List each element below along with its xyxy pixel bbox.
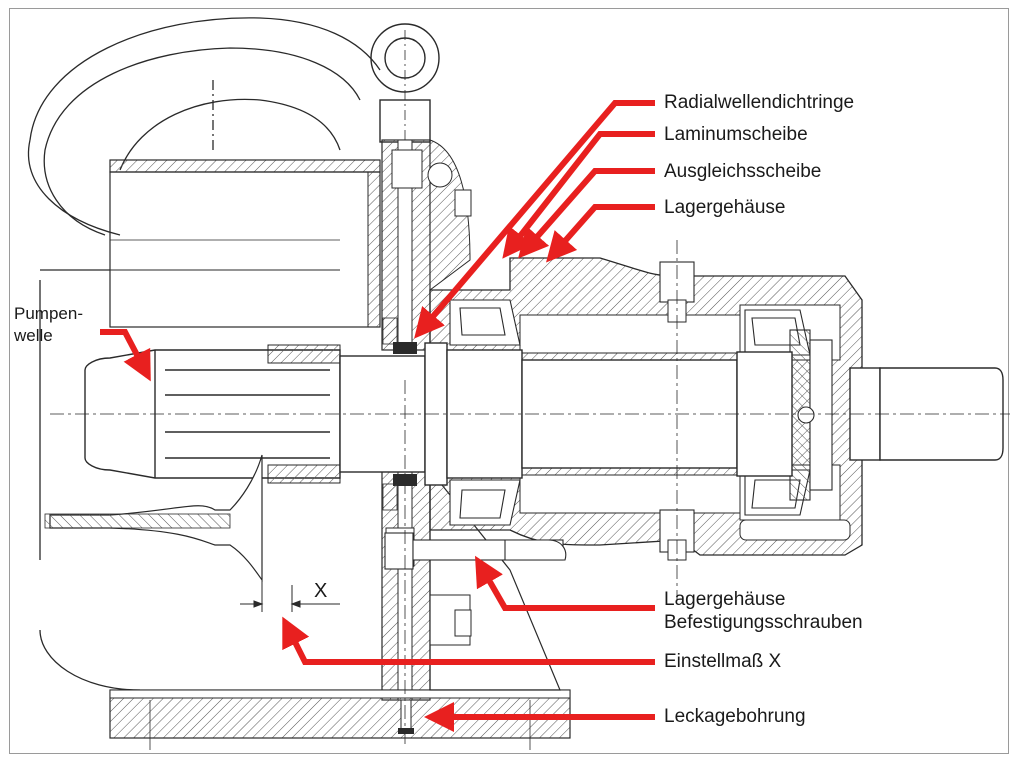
label-laminumscheibe: Laminumscheibe — [664, 124, 808, 145]
impeller — [44, 344, 341, 582]
drawing-frame — [9, 8, 1009, 754]
eye-bolt — [370, 23, 440, 150]
dimension-x-label: X — [314, 580, 328, 602]
tapered-roller-bearing-left — [449, 299, 521, 526]
pump-casing-top — [109, 159, 381, 328]
arrow-lagergehaeuse — [546, 204, 655, 263]
label-einstellmass: Einstellmaß X — [664, 651, 782, 672]
label-pumpenwelle-line1: Pumpen- — [14, 304, 83, 323]
arrow-radialwellendichtringe — [414, 100, 655, 339]
arrow-pumpenwelle — [100, 329, 151, 382]
arrow-ausgleichsscheibe — [518, 168, 655, 259]
centerlines — [50, 240, 1010, 745]
fixing-screw — [384, 532, 567, 570]
arrow-einstellmass — [282, 616, 655, 665]
label-leckagebohrung: Leckagebohrung — [664, 706, 806, 727]
arrow-befestigungsschrauben — [475, 555, 655, 611]
leader-arrows — [100, 100, 655, 732]
label-ausgleichsscheibe: Ausgleichsscheibe — [664, 161, 822, 182]
arrow-laminumscheibe — [502, 131, 655, 259]
label-lagergehaeuse: Lagergehäuse — [664, 197, 786, 218]
label-befestigung-line1: Lagergehäuse — [664, 589, 786, 610]
label-befestigung-line2: Befestigungsschrauben — [664, 612, 863, 633]
dimension-x — [240, 580, 340, 612]
label-radialwellendichtringe: Radialwellendichtringe — [664, 92, 855, 113]
pump-housing — [27, 17, 381, 691]
label-pumpenwelle-line2: welle — [14, 326, 53, 345]
leakage-bore — [398, 699, 414, 734]
